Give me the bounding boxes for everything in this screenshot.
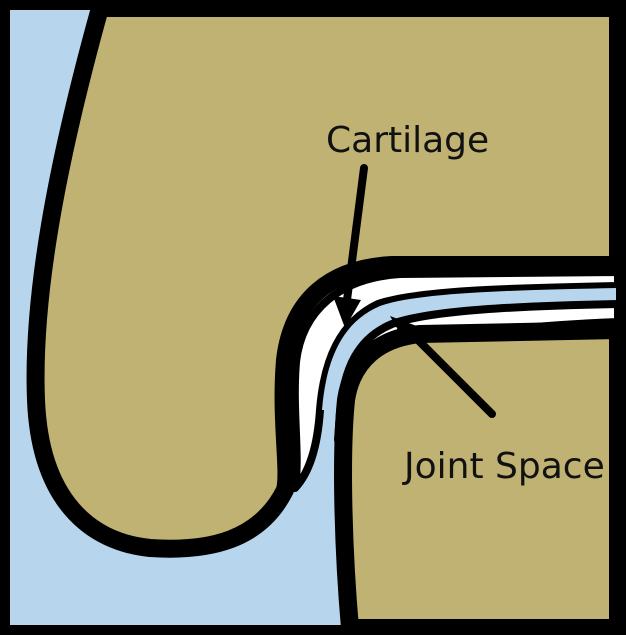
cartilage-label: Cartilage (326, 120, 489, 161)
joint-space-label: Joint Space (402, 446, 605, 487)
